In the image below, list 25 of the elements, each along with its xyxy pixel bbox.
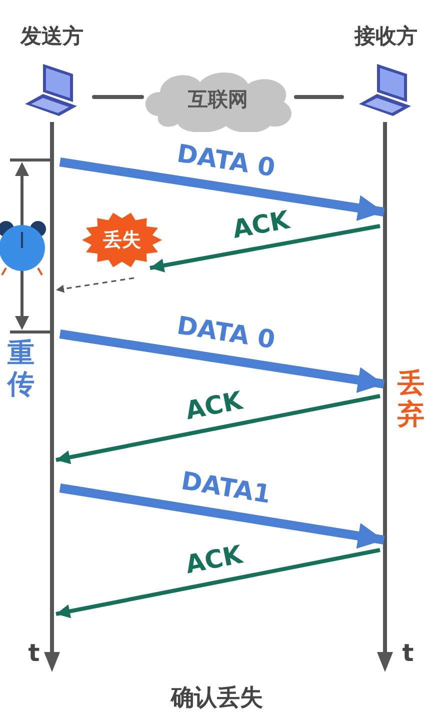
arrow — [150, 224, 380, 272]
node-label: 丢失 — [102, 228, 142, 253]
node-heading: 接收方 — [353, 23, 418, 50]
edge-label: DATA 0 — [174, 138, 278, 185]
arrow — [59, 484, 385, 549]
edge-label: ACK — [229, 204, 293, 246]
node-label: 互联网 — [187, 86, 249, 113]
side-label: 丢弃 — [396, 368, 426, 430]
edge-label: ACK — [182, 539, 246, 582]
caption: 确认丢失 — [169, 684, 264, 713]
connector-line — [92, 95, 144, 99]
arrow — [56, 394, 380, 464]
arrow — [59, 330, 385, 393]
arrow — [56, 277, 134, 293]
arrow — [56, 548, 380, 618]
edge-label: ACK — [182, 385, 246, 428]
arrow — [59, 158, 385, 221]
edge-label: DATA1 — [178, 465, 274, 512]
side-label: 重传 — [6, 338, 36, 400]
axis-label: t — [27, 640, 41, 668]
connector-line — [294, 95, 344, 99]
edge-label: DATA 0 — [174, 310, 278, 357]
node-heading: 发送方 — [19, 23, 84, 50]
axis-label: t — [401, 640, 415, 668]
starburst-node — [82, 212, 162, 268]
